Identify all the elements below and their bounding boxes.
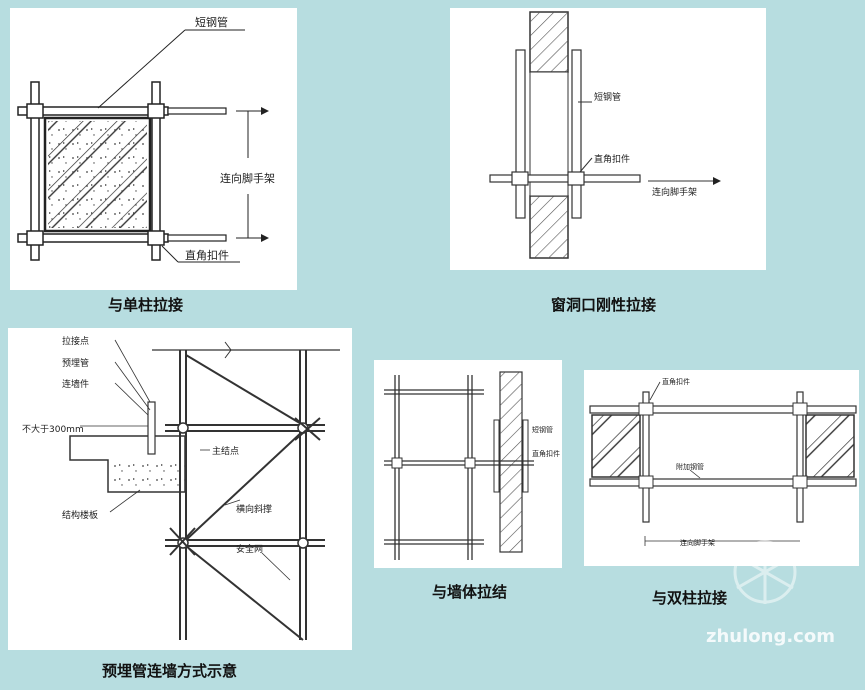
watermark-logo xyxy=(733,540,797,604)
label-safety-net: 安全网 xyxy=(236,543,263,555)
label-transverse-brace: 横向斜撑 xyxy=(236,503,272,515)
caption-embedded-pipe: 预埋管连墙方式示意 xyxy=(102,662,238,680)
caption-single-column: 与单柱拉接 xyxy=(108,296,184,314)
label-clamp-5: 直角扣件 xyxy=(662,377,690,386)
label-structure-slab: 结构楼板 xyxy=(62,509,98,521)
label-clamp-4: 直角扣件 xyxy=(532,449,560,458)
label-short-pipe-1: 短钢管 xyxy=(195,15,228,29)
embedded-pipe-diagram xyxy=(69,339,340,641)
label-short-pipe-2: 短钢管 xyxy=(594,91,621,103)
label-scaffold-5: 连向脚手架 xyxy=(680,538,715,547)
label-scaffold-1: 连向脚手架 xyxy=(220,171,275,185)
label-wall-tie-3: 连墙件 xyxy=(62,378,89,390)
label-embedded-pipe: 预埋管 xyxy=(62,357,89,369)
single-column-diagram xyxy=(17,29,269,263)
panel-window-opening xyxy=(450,8,766,270)
caption-wall-tie: 与墙体拉结 xyxy=(432,583,508,601)
label-main-node: 主结点 xyxy=(212,445,239,457)
label-added-pipe: 附加钢管 xyxy=(676,462,704,471)
watermark-text: zhulong.com xyxy=(706,626,835,647)
label-max-300: 不大于300mm xyxy=(22,423,84,435)
label-scaffold-2: 连向脚手架 xyxy=(652,186,697,198)
label-clamp-2: 直角扣件 xyxy=(594,153,630,165)
window-opening-diagram xyxy=(489,11,721,259)
caption-window-opening: 窗洞口刚性拉接 xyxy=(551,296,657,314)
caption-double-column: 与双柱拉接 xyxy=(652,589,728,607)
wall-tie-diagram xyxy=(384,371,534,560)
label-clamp-1: 直角扣件 xyxy=(185,248,229,262)
double-column-diagram xyxy=(589,381,857,546)
label-short-pipe-4: 短钢管 xyxy=(532,425,553,434)
label-tie-point: 拉接点 xyxy=(62,335,89,347)
